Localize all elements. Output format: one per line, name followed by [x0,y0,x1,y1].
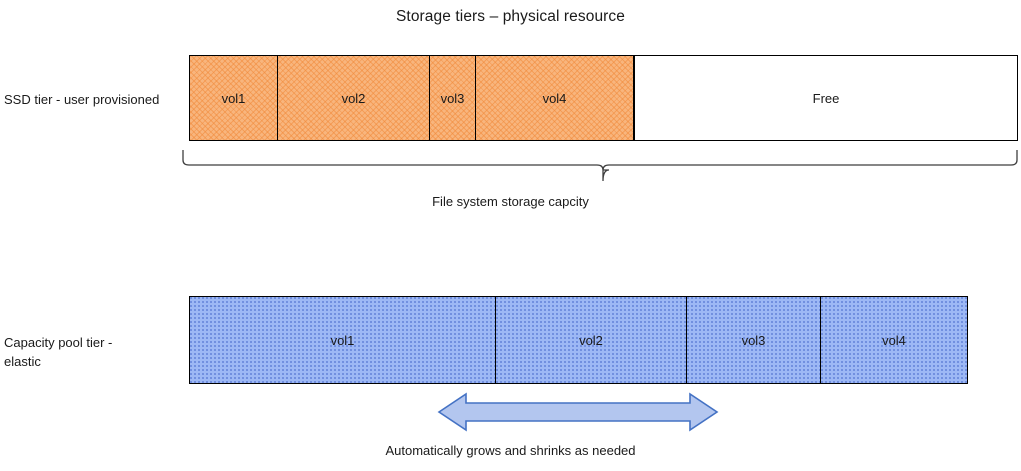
ssd-segment-vol1-label: vol1 [221,90,246,106]
page-title: Storage tiers – physical resource [395,8,626,25]
pool-segment-vol2[interactable]: vol2 [496,297,687,383]
pool-segment-vol4-label: vol4 [882,332,906,348]
ssd-segment-vol3[interactable]: vol3 [430,56,476,140]
capacity-pool-tier-label-line1: Capacity pool tier - [4,335,113,350]
pool-segment-vol3-label: vol3 [741,332,766,348]
capacity-pool-tier-label: Capacity pool tier - elastic [4,334,179,372]
ssd-tier-bar: vol1 vol2 vol3 vol4 Free [189,55,1018,141]
ssd-tier-label: SSD tier - user provisioned [4,92,160,107]
capacity-pool-tier-bar: vol1 vol2 vol3 vol4 [189,296,968,384]
capacity-pool-tier-label-line2: elastic [4,353,41,369]
pool-segment-vol1-label: vol1 [330,332,355,348]
pool-segment-vol3[interactable]: vol3 [687,297,821,383]
pool-segment-vol4[interactable]: vol4 [821,297,967,383]
pool-segment-vol2-label: vol2 [579,332,603,348]
ssd-segment-vol2[interactable]: vol2 [278,56,430,140]
ssd-segment-vol1[interactable]: vol1 [190,56,278,140]
ssd-segment-vol2-label: vol2 [341,90,366,106]
grows-shrinks-caption: Automatically grows and shrinks as neede… [385,443,636,458]
ssd-segment-vol4[interactable]: vol4 [476,56,635,140]
ssd-segment-vol4-label: vol4 [542,90,567,106]
ssd-segment-vol3-label: vol3 [440,90,465,106]
file-system-capacity-brace [182,150,1018,182]
grows-shrinks-double-arrow [437,392,719,432]
ssd-segment-free[interactable]: Free [635,56,1017,140]
file-system-capacity-caption: File system storage capcity [432,194,589,209]
ssd-segment-free-label: Free [812,90,840,106]
pool-segment-vol1[interactable]: vol1 [190,297,496,383]
